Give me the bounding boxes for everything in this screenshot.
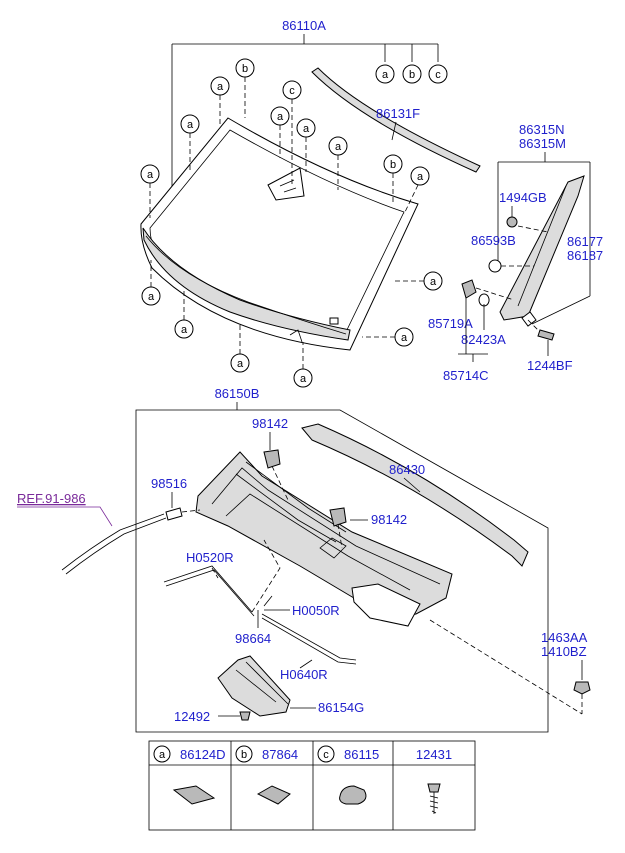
svg-text:a: a [237,358,244,370]
callout-b-right: b [383,154,403,174]
legend-table: a 86124D b 87864 c 86115 12431 [148,740,476,831]
clip-tab-icon [256,785,291,805]
legend-code-12431: 12431 [416,747,452,762]
callout-a-1: a [210,76,230,96]
label-86131F: 86131F [376,106,420,121]
svg-text:a: a [300,373,307,385]
label-86110A: 86110A [282,18,326,33]
legend-item-screw: 12431 [416,747,452,814]
svg-text:a: a [217,81,224,93]
callout-a-2: a [270,106,290,126]
weatherstrip-part [301,423,529,567]
callout-a-7: a [140,164,160,184]
legend-item-a: a 86124D [153,745,226,805]
label-1463AA: 1463AA [541,630,588,645]
callout-a-11: a [394,327,414,347]
legend-code-86124D: 86124D [180,747,226,762]
label-12492: 12492 [174,709,210,724]
nozzle-bottom-part [329,507,347,527]
svg-text:c: c [435,69,441,81]
legend-code-87864: 87864 [262,747,298,762]
svg-text:a: a [187,119,194,131]
svg-text:b: b [390,159,396,171]
ref-91-986-link[interactable]: REF.91-986 [17,491,86,506]
legend-item-c: c 86115 [317,745,379,805]
label-86150B: 86150B [215,386,260,401]
label-85719A: 85719A [428,316,473,331]
svg-text:a: a [181,324,188,336]
svg-text:a: a [148,291,155,303]
svg-text:a: a [147,169,154,181]
svg-text:b: b [242,63,248,75]
pad-icon [339,785,367,805]
callout-a-top-1: a [375,64,395,84]
label-86187: 86187 [567,248,603,263]
svg-text:a: a [335,141,342,153]
svg-text:a: a [417,171,424,183]
label-86593B: 86593B [471,233,516,248]
label-86315N: 86315N [519,122,565,137]
windshield-group: 86110A 86131F a b c b a c a a a a [140,18,481,388]
moulding-strip [311,67,481,173]
svg-text:a: a [159,749,166,761]
svg-text:a: a [303,123,310,135]
screw-icon [427,783,441,814]
label-85714C: 85714C [443,368,489,383]
svg-text:b: b [409,69,415,81]
callout-a-5: a [328,136,348,156]
nozzle-top-part [263,449,281,469]
pillar-trim-group: 86315N 86315M 1494GB 86593B 86177 86187 … [428,122,603,383]
callout-a-3: a [296,118,316,138]
callout-a-12: a [230,353,250,373]
callout-c-mid: c [282,80,302,100]
label-1244BF: 1244BF [527,358,573,373]
svg-text:c: c [323,749,329,761]
callout-a-9: a [141,286,161,306]
label-86154G: 86154G [318,700,364,715]
cover-part [217,655,291,717]
label-H0520R: H0520R [186,550,234,565]
spacer-block-icon [172,785,216,805]
svg-text:a: a [382,69,389,81]
trim-nut-part [506,216,518,228]
legend-item-b: b 87864 [235,745,298,805]
svg-text:b: b [241,749,247,761]
label-1494GB: 1494GB [499,190,547,205]
label-1410BZ: 1410BZ [541,644,587,659]
callout-b-left: b [235,58,255,78]
label-H0640R: H0640R [280,667,328,682]
label-98142-top: 98142 [252,416,288,431]
label-98664: 98664 [235,631,271,646]
svg-text:a: a [430,276,437,288]
label-86430: 86430 [389,462,425,477]
legend-code-86115: 86115 [344,747,379,762]
label-82423A: 82423A [461,332,506,347]
bolt-part [573,681,591,695]
cowl-frame [135,409,549,733]
svg-text:a: a [401,332,408,344]
label-86315M: 86315M [519,136,566,151]
callout-b-top: b [402,64,422,84]
label-98142-bottom: 98142 [371,512,407,527]
cowl-group: 86150B 86430 98142 98142 98516 REF.91-98… [17,386,591,733]
trim-clip-part [488,259,502,273]
check-valve-part [165,507,183,521]
svg-text:a: a [277,111,284,123]
callout-a-4: a [180,114,200,134]
label-98516: 98516 [151,476,187,491]
rivet-part [461,279,477,299]
callout-a-6: a [410,166,430,186]
trim-bolt-part [537,329,555,341]
callout-a-8: a [423,271,443,291]
svg-text:c: c [289,85,295,97]
washer-part [478,293,490,307]
callout-a-10: a [174,319,194,339]
fastener-part [239,711,251,721]
callout-c-top: c [428,64,448,84]
label-H0050R: H0050R [292,603,340,618]
label-86177: 86177 [567,234,603,249]
callout-a-13: a [293,368,313,388]
